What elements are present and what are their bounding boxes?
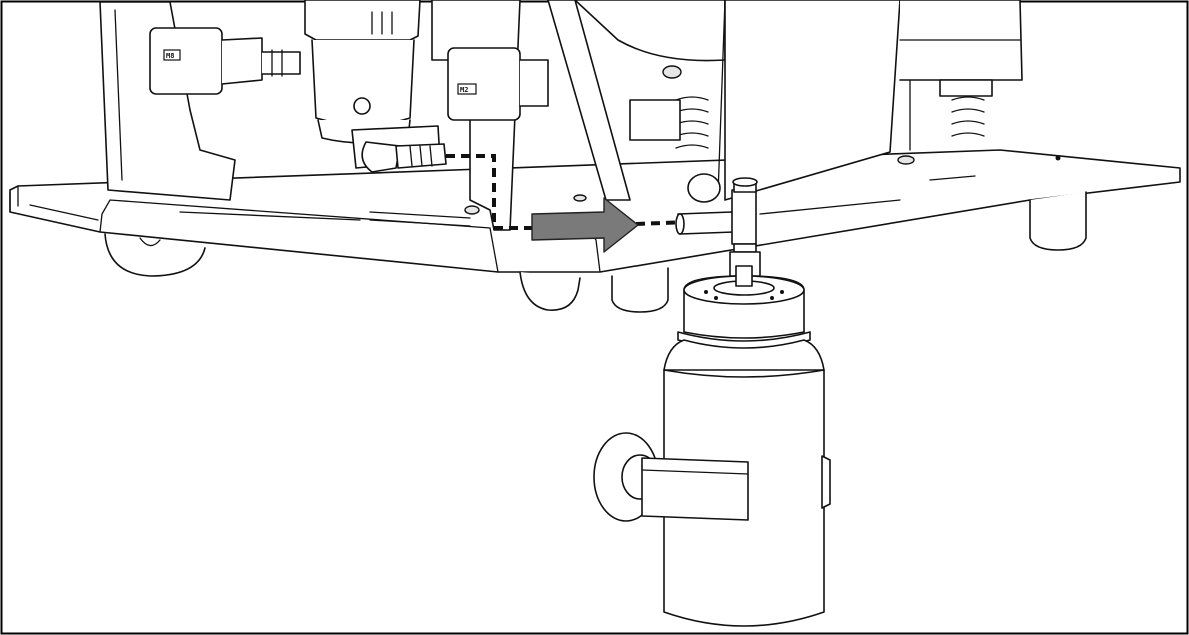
valve-label-m2: M2 <box>460 86 468 94</box>
drain-tube-route <box>446 154 689 230</box>
spring-left <box>629 65 709 149</box>
tee-fitting <box>675 173 761 277</box>
valve-label-m8: M8 <box>166 52 174 60</box>
flow-arrow-icon <box>531 197 639 253</box>
drain-bottle-icon <box>593 265 831 627</box>
machine-feet <box>104 191 1087 313</box>
drain-valve-fitting <box>351 125 447 173</box>
spring-right <box>939 79 993 137</box>
machine-frame: M8 M2 <box>99 0 1023 231</box>
